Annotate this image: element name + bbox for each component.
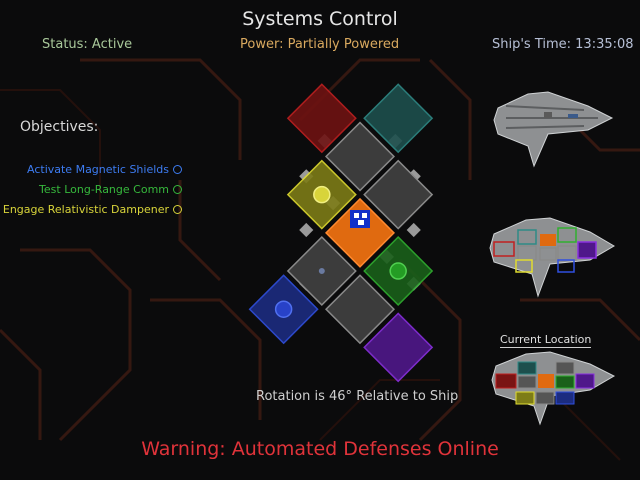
- objective-item-relativistic-dampener: Engage Relativistic Dampener: [3, 203, 182, 216]
- objectives-heading: Objectives:: [20, 119, 99, 135]
- module-gray-top-left[interactable]: [324, 121, 396, 192]
- objective-status-icon: [173, 165, 182, 174]
- status-label: Status: Active: [42, 37, 133, 52]
- rotation-readout: Rotation is 46° Relative to Ship: [256, 389, 459, 404]
- gray-status-icon: [318, 268, 325, 275]
- warning-message: Warning: Automated Defenses Online: [141, 438, 499, 460]
- ship-view-current-location: [491, 351, 616, 426]
- yellow-status-icon: [313, 185, 331, 204]
- module-gray-bottom-right[interactable]: [324, 274, 396, 345]
- module-red[interactable]: [286, 83, 357, 154]
- objective-item-long-range-comm: Test Long-Range Comm: [39, 183, 182, 196]
- core-icon: [350, 210, 370, 228]
- objective-label: Activate Magnetic Shields: [27, 163, 169, 176]
- module-purple[interactable]: [363, 312, 434, 383]
- objective-item-magnetic-shields: Activate Magnetic Shields: [27, 163, 182, 176]
- ship-view-top: [493, 91, 614, 168]
- current-location-label: Current Location: [500, 333, 592, 348]
- ship-view-modules: [489, 217, 615, 298]
- module-gray-top-right[interactable]: [363, 159, 434, 230]
- power-label: Power: Partially Powered: [240, 37, 400, 52]
- ship-time-label: Ship's Time: 13:35:08: [492, 37, 634, 52]
- page-title: Systems Control: [242, 8, 398, 30]
- module-teal[interactable]: [363, 83, 434, 154]
- objective-status-icon: [173, 205, 182, 214]
- objective-status-icon: [173, 185, 182, 194]
- objective-label: Engage Relativistic Dampener: [2, 203, 169, 216]
- green-status-icon: [389, 262, 407, 280]
- module-core-orange[interactable]: [324, 197, 396, 268]
- objective-label: Test Long-Range Comm: [39, 183, 169, 196]
- blue-status-icon: [274, 300, 293, 318]
